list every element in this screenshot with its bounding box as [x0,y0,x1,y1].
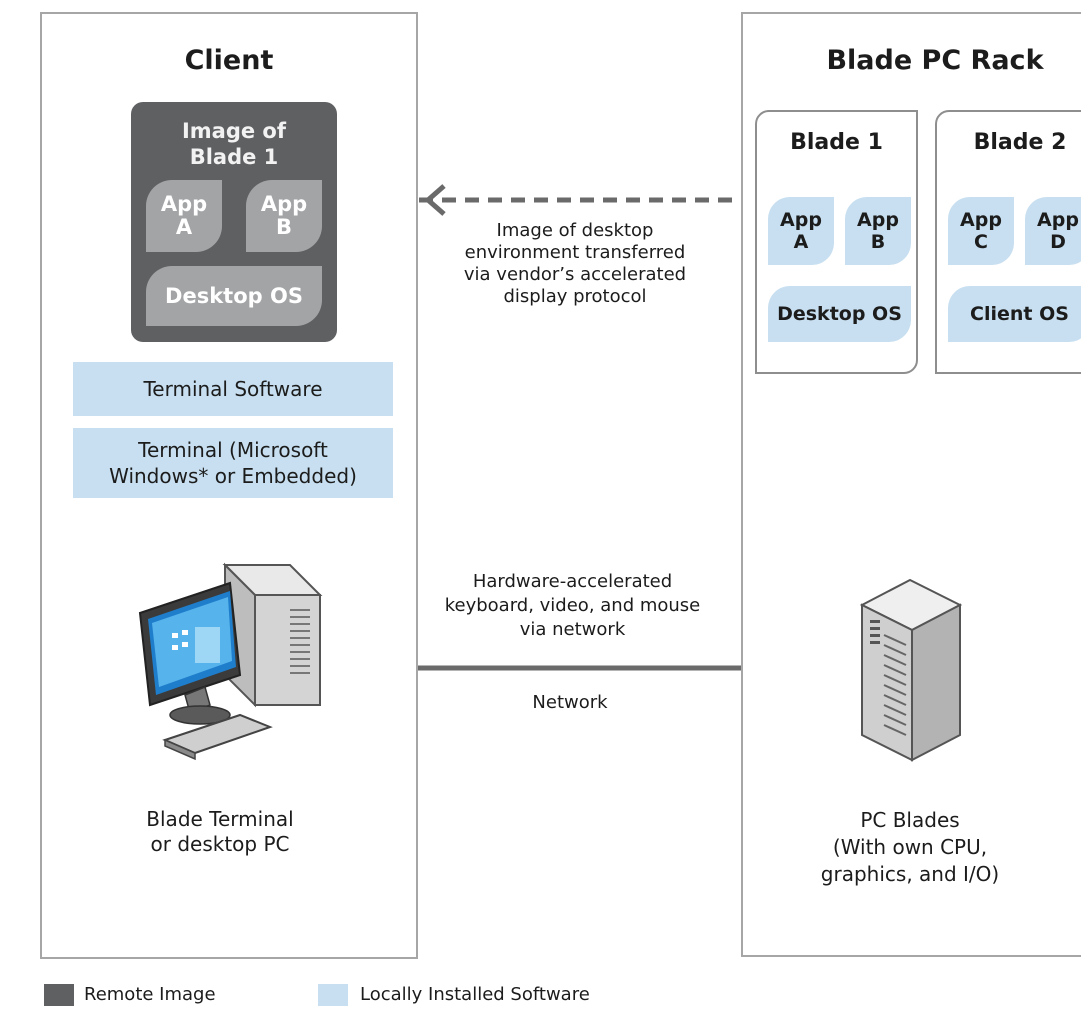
server-caption-line1: PC Blades [860,808,960,832]
server-tower-icon [859,578,963,762]
remote-app-b: App B [246,180,322,252]
legend-local-label: Locally Installed Software [360,984,590,1005]
remote-image-title: Image of Blade 1 [131,118,337,170]
blade-2-app-2-line2: D [1050,231,1066,253]
remote-image-title-line1: Image of [181,119,286,143]
server-caption: PC Blades (With own CPU, graphics, and I… [790,807,1030,888]
remote-app-b-line2: B [275,215,292,239]
blade-2-app-2-line1: App [1037,209,1079,231]
server-caption-line2: (With own CPU, [832,835,988,859]
terminal-os-line2: Windows* or Embedded) [109,464,357,488]
transfer-caption-line4: display protocol [503,286,647,307]
transfer-caption-line1: Image of desktop [496,220,654,241]
remote-desktop-os-label: Desktop OS [165,283,303,308]
blade-1-app-1-line1: App [780,209,822,231]
network-label: Network [532,692,608,713]
blade-1-app-2-line1: App [857,209,899,231]
legend-remote-swatch [44,984,74,1006]
terminal-software-bar: Terminal Software [73,362,393,416]
blade-2-title: Blade 2 [973,130,1067,155]
arrowhead-icon [424,184,446,216]
blade-1-os-label: Desktop OS [777,303,902,325]
remote-image-title-line2: Blade 1 [189,145,279,169]
network-caption-line2: keyboard, video, and mouse [444,595,701,616]
blade-1-app-1: App A [768,197,834,265]
blade-2-app-2: App D [1025,197,1081,265]
transfer-caption: Image of desktop environment transferred… [425,220,725,308]
client-device-caption-line2: or desktop PC [150,832,290,856]
network-caption: Hardware-accelerated keyboard, video, an… [420,570,725,642]
remote-desktop-os: Desktop OS [146,266,322,326]
legend-local-swatch [318,984,348,1006]
terminal-os-line1: Terminal (Microsoft [138,438,328,462]
transfer-caption-line2: environment transferred [464,242,686,263]
transfer-caption-line3: via vendor’s accelerated [463,264,687,285]
blade-1-app-1-line2: A [793,231,809,253]
client-device-caption-line1: Blade Terminal [146,807,294,831]
remote-app-a-line2: A [175,215,193,239]
blade-1-app-2: App B [845,197,911,265]
terminal-os-bar: Terminal (Microsoft Windows* or Embedded… [73,428,393,498]
client-device-caption: Blade Terminal or desktop PC [90,807,350,857]
blade-1-os: Desktop OS [768,286,911,342]
rack-title: Blade PC Rack [826,45,1044,76]
client-title: Client [184,45,274,76]
blade-2-app-1-line1: App [960,209,1002,231]
network-caption-line1: Hardware-accelerated [472,571,673,592]
remote-app-b-line1: App [260,192,308,216]
blade-2-os: Client OS [948,286,1081,342]
blade-1-app-2-line2: B [870,231,886,253]
network-caption-line3: via network [519,619,626,640]
blade-2-os-label: Client OS [970,303,1069,325]
server-caption-line3: graphics, and I/O) [820,862,1000,886]
remote-app-a: App A [146,180,222,252]
blade-1-title: Blade 1 [790,130,883,155]
legend-remote-label: Remote Image [84,984,216,1005]
desktop-pc-icon [138,562,323,761]
remote-app-a-line1: App [160,192,208,216]
blade-2-app-1: App C [948,197,1014,265]
terminal-software-label: Terminal Software [143,377,323,401]
blade-2-app-1-line2: C [974,231,988,253]
